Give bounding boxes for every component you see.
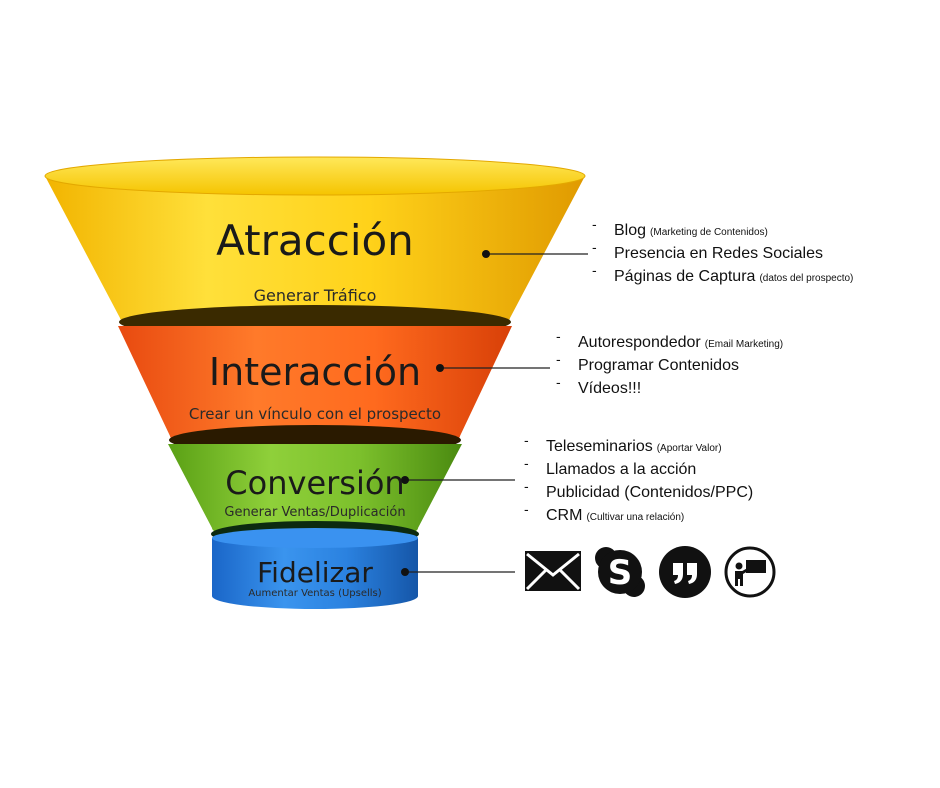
list-item: - Publicidad (Contenidos/PPC): [524, 478, 754, 507]
bullet-text: Llamados a la acción: [546, 461, 697, 478]
bullet-text: Páginas de Captura: [614, 268, 756, 285]
bullet-dash: -: [524, 455, 529, 471]
envelope-icon: [525, 551, 581, 591]
attraction-subtitle: Generar Tráfico: [253, 286, 377, 305]
bullet-text: Publicidad (Contenidos/PPC): [546, 484, 754, 501]
bullet-text: Presencia en Redes Sociales: [614, 245, 824, 262]
list-item: - Autorespondedor(Email Marketing): [556, 328, 784, 357]
bullet-dash: -: [592, 216, 597, 232]
bullet-dash: -: [524, 478, 529, 494]
connectors: [405, 253, 588, 573]
bullet-text: Autorespondedor: [578, 334, 701, 351]
bullet-note: (Email Marketing): [704, 339, 784, 350]
list-item: - Blog(Marketing de Contenidos): [592, 216, 853, 245]
list-item: - Programar Contenidos: [556, 351, 783, 380]
conversion-title: Conversión: [225, 464, 405, 502]
bullet-note: (Marketing de Contenidos): [650, 227, 768, 238]
list-item: - CRM(Cultivar una relación): [524, 501, 753, 530]
attraction-segment: [45, 176, 585, 336]
list-item: - Páginas de Captura(datos del prospecto…: [592, 262, 854, 291]
bullet-text: Blog: [614, 222, 647, 239]
bullet-dash: -: [556, 374, 561, 390]
loyalty-title: Fidelizar: [257, 556, 373, 589]
interaction-bullets: - Autorespondedor(Email Marketing) - Pro…: [556, 328, 784, 403]
loyalty-segment: [212, 538, 418, 609]
bullet-dash: -: [592, 239, 597, 255]
bullet-dash: -: [524, 432, 529, 448]
interaction-title: Interacción: [208, 350, 422, 394]
bullet-dash: -: [524, 501, 529, 517]
bullet-text: Teleseminarios: [546, 438, 653, 455]
presenter-icon: [724, 546, 776, 598]
bullet-dash: -: [556, 328, 561, 344]
bullet-text: Programar Contenidos: [578, 357, 739, 374]
bullet-note: (Aportar Valor): [656, 443, 722, 454]
quote-icon: [659, 546, 711, 598]
attraction-rim: [44, 156, 586, 196]
attraction-title: Atracción: [216, 216, 414, 265]
bullet-dash: -: [556, 351, 561, 367]
skype-icon: S: [595, 547, 645, 597]
conversion-subtitle: Generar Ventas/Duplicación: [224, 505, 406, 520]
list-item: - Vídeos!!!: [556, 374, 783, 403]
loyalty-top: [212, 528, 418, 548]
list-item: - Teleseminarios(Aportar Valor): [524, 432, 753, 461]
conversion-segment: [168, 444, 462, 543]
connector-dots: [401, 250, 490, 576]
bullet-text: CRM: [546, 507, 583, 524]
list-item: - Presencia en Redes Sociales: [592, 239, 853, 268]
attraction-bullets: - Blog(Marketing de Contenidos) - Presen…: [592, 216, 854, 291]
bullet-note: (datos del prospecto): [759, 273, 854, 284]
list-item: - Llamados a la acción: [524, 455, 753, 484]
interaction-subtitle: Crear un vínculo con el prospecto: [188, 405, 442, 423]
bullet-note: (Cultivar una relación): [586, 512, 685, 523]
conversion-bullets: - Teleseminarios(Aportar Valor) - Llamad…: [524, 432, 754, 530]
bullet-dash: -: [592, 262, 597, 278]
loyalty-subtitle: Aumentar Ventas (Upsells): [248, 588, 382, 599]
interaction-segment: [118, 326, 512, 453]
bullet-text: Vídeos!!!: [578, 380, 642, 397]
svg-text:S: S: [608, 553, 633, 593]
